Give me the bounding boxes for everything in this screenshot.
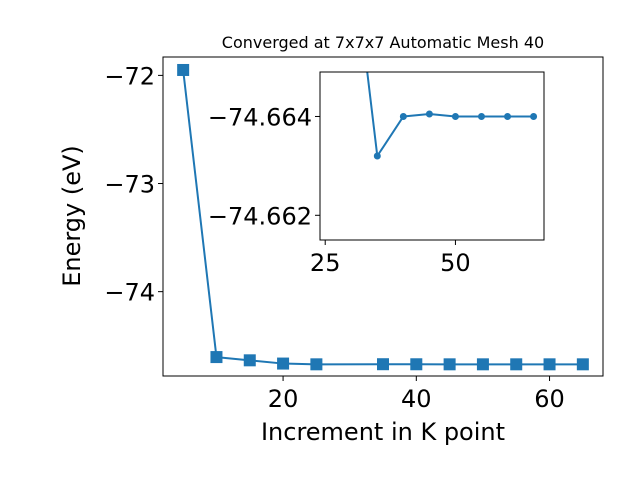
inset-ticks: 25 50 −74.664 −74.662 [208,103,471,277]
y-axis-label: Energy (eV) [58,145,86,287]
inset-plot-area [320,72,544,240]
inset-series [366,72,538,160]
main-data-point [410,358,423,371]
inset-data-point [530,112,538,120]
main-data-point [377,358,389,371]
main-x-tick-label: 60 [534,385,565,413]
inset-plot-frame [319,71,545,241]
main-data-point [443,358,456,371]
inset-data-point [451,112,459,120]
inset-data-point [373,152,381,160]
inset-series-line [366,72,534,157]
x-axis-label: Increment in K point [261,418,505,446]
inset-y-tick-label: −74.664 [208,103,312,131]
main-data-point [510,358,523,371]
main-data-point [310,358,323,371]
inset-data-point [504,112,512,120]
main-x-tick-label: 20 [268,385,299,413]
chart-title: Converged at 7x7x7 Automatic Mesh 40 [222,33,544,52]
inset-y-tick-label: −74.662 [208,202,312,230]
main-series [177,63,589,371]
main-y-tick-label: −72 [104,62,155,90]
main-data-point [177,63,190,76]
inset-data-point [425,110,433,118]
inset-data-point [399,112,407,120]
main-data-point [543,358,556,371]
main-ticks: 20 40 60 −72 −73 −74 [104,62,564,413]
main-data-point [210,351,223,364]
main-data-point [576,358,589,371]
main-data-point [476,358,489,371]
main-data-point [277,357,290,370]
main-y-tick-label: −73 [104,171,155,199]
main-y-tick-label: −74 [104,279,155,307]
inset-x-tick-label: 50 [440,249,471,277]
main-x-tick-label: 40 [401,385,432,413]
main-data-point [243,354,256,367]
inset-data-point [477,112,485,120]
main-plot-frame [162,56,604,377]
inset-chart: 25 50 −74.664 −74.662 [208,71,545,277]
inset-x-tick-label: 25 [310,249,341,277]
